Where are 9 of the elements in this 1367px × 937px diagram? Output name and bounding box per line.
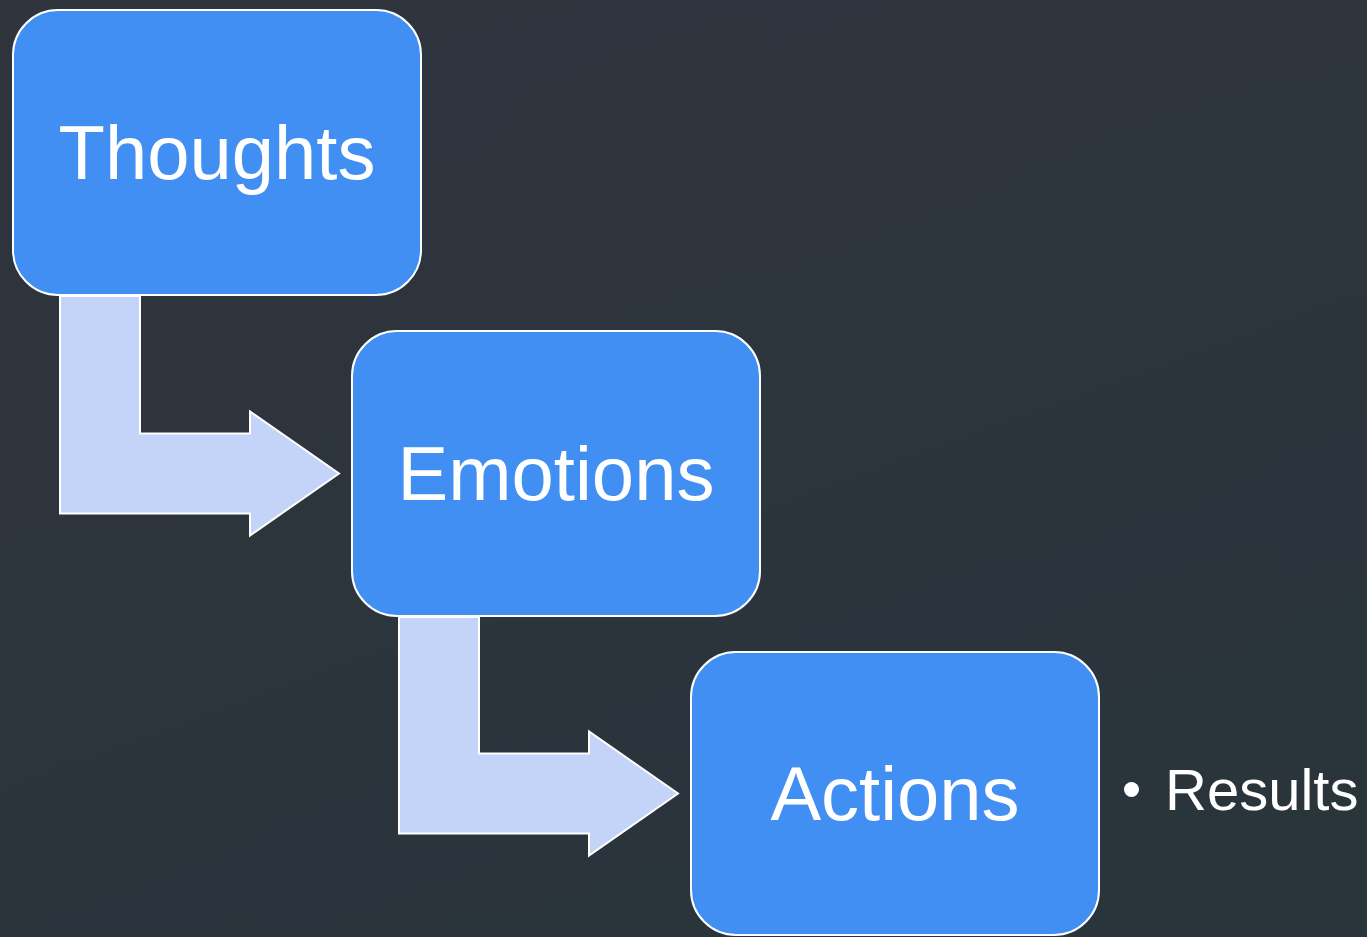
side-note: Results <box>1165 755 1359 823</box>
process-box <box>351 330 761 617</box>
bent-arrow <box>398 616 680 858</box>
bent-arrow <box>59 295 341 538</box>
process-box <box>12 9 422 296</box>
node-label: Thoughts <box>58 109 376 196</box>
process-box <box>690 651 1100 936</box>
node-label: Actions <box>770 750 1020 837</box>
node-label: Emotions <box>397 430 715 517</box>
